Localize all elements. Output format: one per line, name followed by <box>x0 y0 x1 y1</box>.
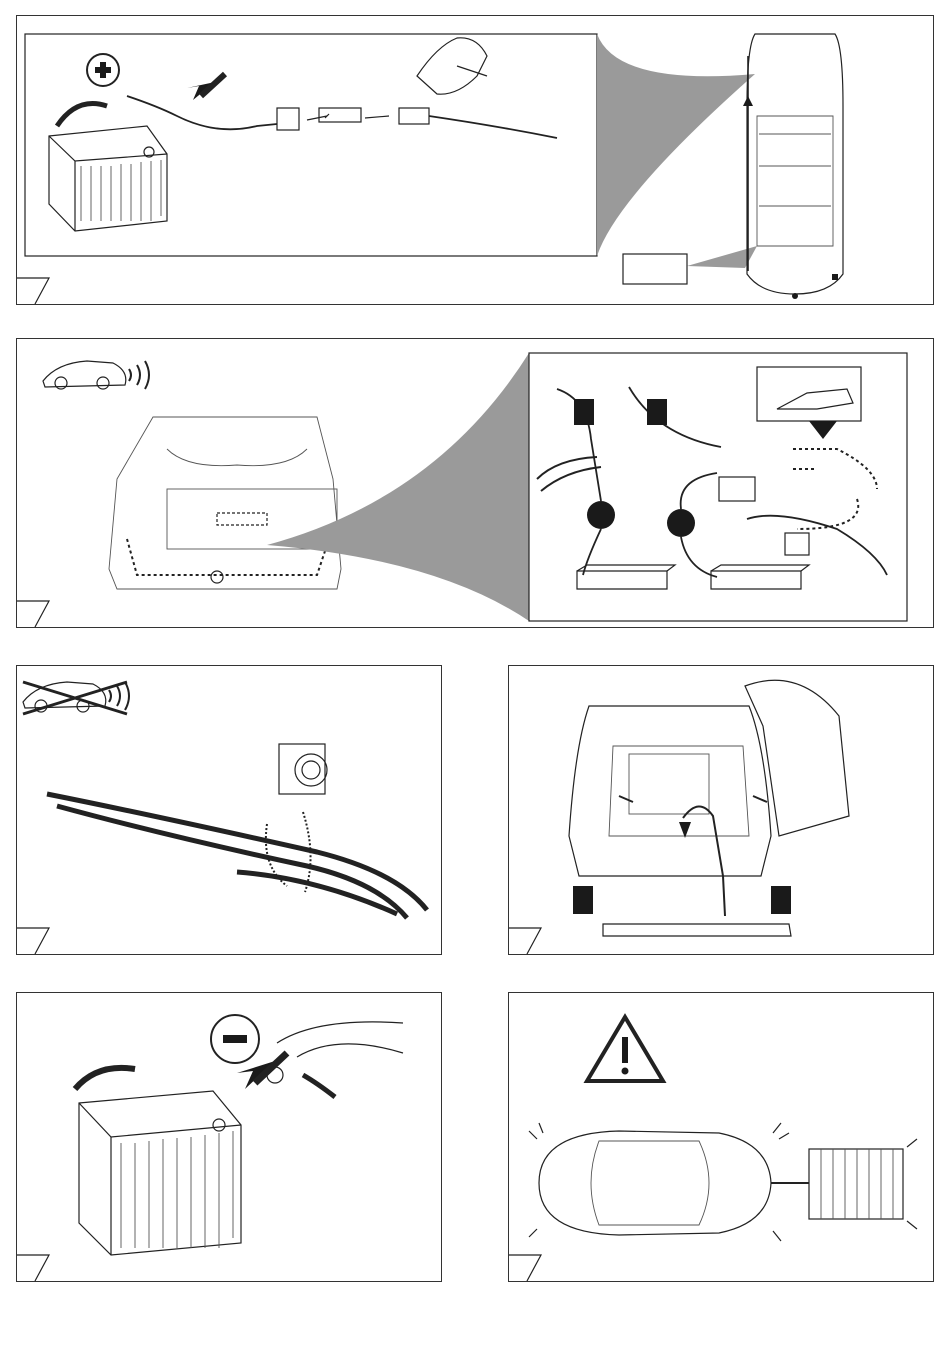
label-box <box>785 533 809 555</box>
step-2-illustration <box>17 339 935 629</box>
step-panel-1 <box>16 15 934 305</box>
step-corner-tab <box>17 278 49 304</box>
step-corner-tab <box>17 1255 49 1281</box>
crimp-tool-icon <box>417 38 487 94</box>
plug-icon <box>399 108 429 124</box>
wire-cutter-icon <box>537 457 601 491</box>
step-1-illustration <box>17 16 935 306</box>
battery-icon <box>49 104 167 232</box>
vehicle-top-view-icon <box>743 34 843 299</box>
warning-triangle-icon <box>587 1017 663 1081</box>
step-panel-6 <box>508 992 934 1282</box>
splice-marker-icon <box>587 501 615 529</box>
car-rear-view-icon <box>109 417 341 589</box>
insulation-tape-icon <box>279 744 327 794</box>
car-with-trailer-icon <box>529 1123 917 1241</box>
battery-positive-icon <box>87 54 119 86</box>
zoom-wedge <box>597 34 755 256</box>
vehicle-signal-icon <box>43 361 149 389</box>
control-module-icon <box>577 565 675 589</box>
battery-icon <box>75 1068 241 1255</box>
control-module-icon <box>711 565 809 589</box>
label-box <box>719 477 755 501</box>
zoom-wedge <box>267 353 529 621</box>
splice-marker-icon <box>667 509 695 537</box>
connector-housing-icon <box>319 108 361 122</box>
step-corner-tab <box>509 1255 541 1281</box>
step-panel-5 <box>16 992 442 1282</box>
open-tailgate-icon <box>569 680 849 914</box>
drill-icon <box>757 367 861 439</box>
fuse-icon <box>574 399 594 425</box>
fuse-icon <box>647 399 667 425</box>
location-label-box <box>623 254 687 284</box>
step-6-illustration <box>509 993 935 1283</box>
step-5-illustration <box>17 993 443 1283</box>
vehicle-signal-crossed-icon <box>23 682 129 714</box>
step-3-illustration <box>17 666 443 956</box>
detail-frame <box>529 353 907 621</box>
step-corner-tab <box>17 601 49 627</box>
relay-icon <box>277 108 299 130</box>
step-panel-2 <box>16 338 934 628</box>
bumper-trim-icon <box>603 924 791 936</box>
step-corner-tab <box>509 928 541 954</box>
step-panel-4 <box>508 665 934 955</box>
battery-negative-icon <box>211 1015 259 1063</box>
step-corner-tab <box>17 928 49 954</box>
step-4-illustration <box>509 666 935 956</box>
step-panel-3 <box>16 665 442 955</box>
